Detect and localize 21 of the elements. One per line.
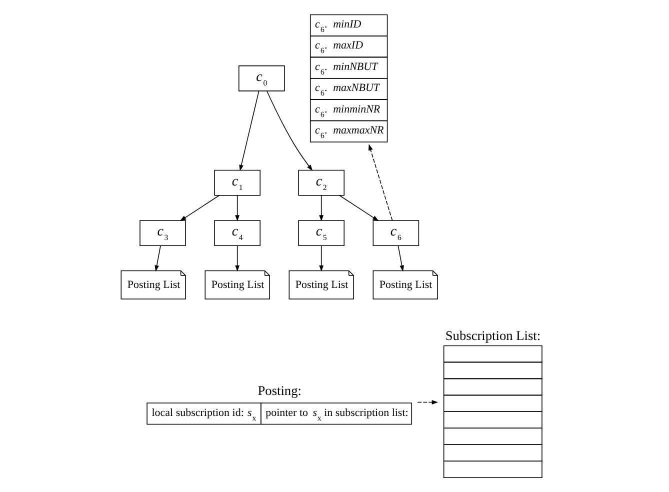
arrow — [266, 90, 313, 171]
arrow — [235, 194, 240, 222]
node-box: c$_{0}$ — [238, 65, 285, 92]
arrow — [368, 144, 393, 221]
arrow — [319, 194, 324, 222]
node-box: c$_{1}$ — [214, 170, 260, 196]
arrow — [417, 400, 438, 404]
arrow — [339, 194, 379, 222]
node-box: c$_{2}$ — [298, 170, 345, 196]
arrow — [154, 245, 161, 272]
arrow — [239, 90, 260, 172]
node-box: c$_{4}$ — [214, 220, 260, 246]
node-box: c$_{5}$ — [298, 220, 345, 246]
arrow — [319, 245, 324, 272]
node-label: Subscription List: — [445, 328, 541, 343]
node-label: Posting: — [258, 382, 302, 398]
arrow — [398, 245, 404, 272]
node-box: c$_{3}$ — [140, 220, 186, 246]
arrow — [180, 194, 220, 222]
arrow — [235, 245, 240, 272]
node-box: c$_{6}$ — [372, 220, 420, 246]
